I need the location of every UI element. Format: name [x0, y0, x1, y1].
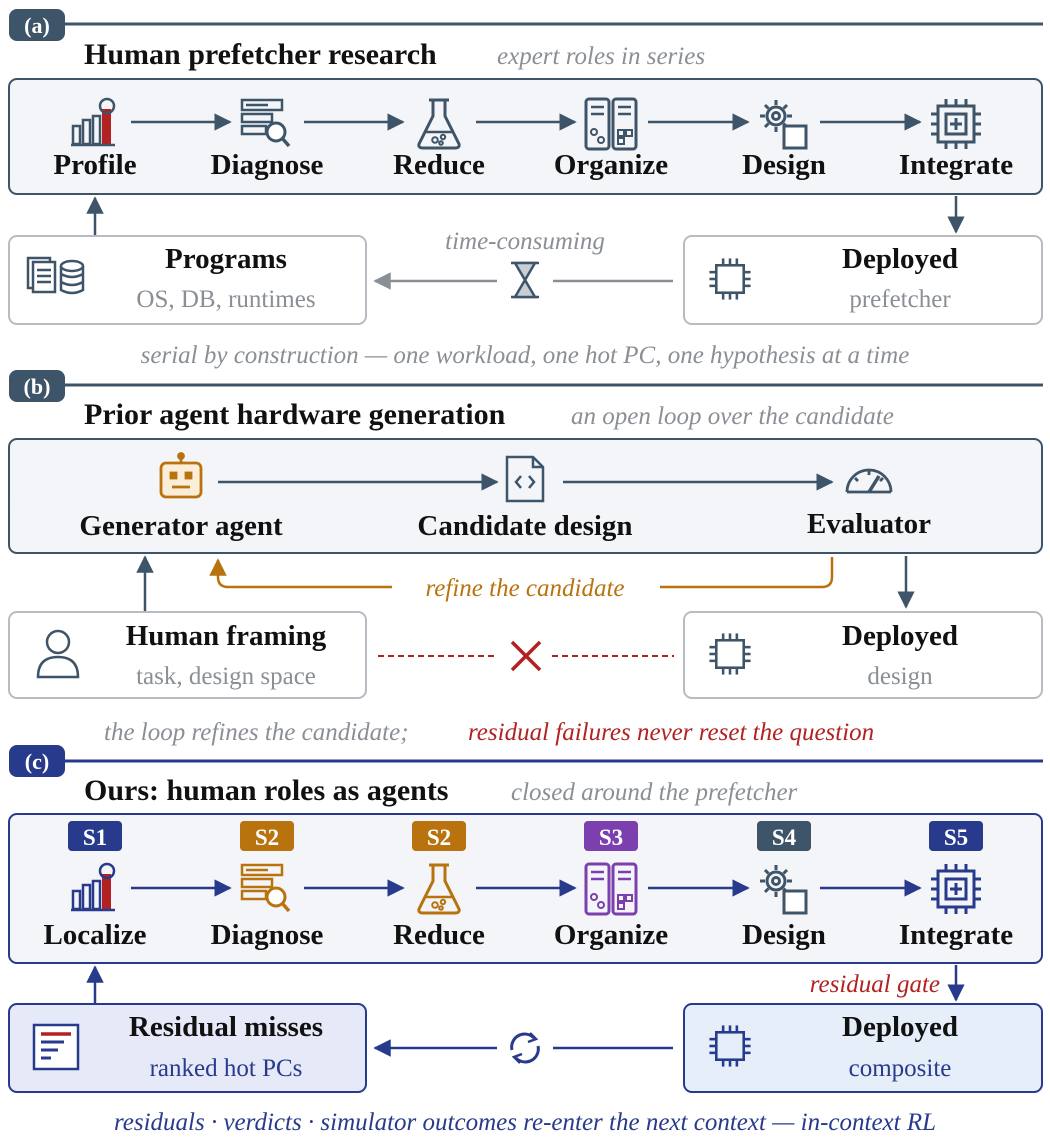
panel-c-tag	[9, 745, 65, 777]
panel-b-subtitle: an open loop over the candidate	[571, 403, 894, 430]
panel-b-tag-label: (b)	[24, 374, 51, 399]
panel-c-subtitle: closed around the prefetcher	[511, 779, 798, 806]
stage-badge	[929, 821, 983, 851]
panel-c-title: Ours: human roles as agents	[84, 774, 448, 807]
programs-box	[8, 235, 367, 325]
stage-badge	[412, 821, 466, 851]
human-subtitle: task, design space	[136, 663, 316, 690]
refine-label: refine the candidate	[425, 575, 624, 602]
node-label: Evaluator	[807, 508, 931, 540]
residual-title: Residual misses	[129, 1011, 323, 1043]
residual-subtitle: ranked hot PCs	[150, 1055, 303, 1082]
panel-a-tag	[9, 9, 65, 41]
stage-label: Design	[742, 149, 826, 181]
panel-b-loop-box	[8, 438, 1043, 554]
panel-b-footnote-gray: the loop refines the candidate;	[104, 719, 409, 746]
deployed-subtitle-c: composite	[849, 1055, 952, 1082]
integrate-chip-icon	[929, 97, 983, 151]
stage-label: Reduce	[393, 149, 485, 181]
panel-c-tag-label: (c)	[25, 749, 49, 774]
panel-a-title: Human prefetcher research	[84, 38, 437, 71]
deployed-subtitle-b: design	[867, 663, 933, 690]
deployed-box-b	[683, 611, 1043, 699]
hourglass-icon	[511, 261, 539, 299]
human-title: Human framing	[126, 620, 327, 652]
panel-b-title: Prior agent hardware generation	[84, 398, 506, 431]
stage-label: Diagnose	[211, 149, 324, 181]
panel-a-tag-label: (a)	[24, 13, 50, 38]
stage-label: Profile	[53, 149, 136, 181]
residual-misses-box	[8, 1003, 367, 1093]
loop-label-a: time-consuming	[445, 228, 605, 255]
person-icon	[36, 629, 80, 679]
node-label: Generator agent	[79, 510, 283, 542]
stage-badge-label: S2	[427, 825, 451, 850]
panel-b-tag	[9, 370, 65, 402]
stage-badge	[68, 821, 122, 851]
stage-label: Organize	[554, 149, 668, 181]
stage-label: Integrate	[899, 149, 1013, 181]
stage-badge-label: S3	[599, 825, 623, 850]
residual-gate-label: residual gate	[810, 971, 940, 998]
deployed-title-c: Deployed	[842, 1011, 958, 1043]
deployed-title-b: Deployed	[842, 620, 958, 652]
panel-c: (c) Ours: human roles as agents closed a…	[8, 745, 1043, 1136]
database-docs-icon	[26, 256, 85, 295]
stage-label: Organize	[554, 919, 668, 951]
stage-label: Integrate	[899, 919, 1013, 951]
cross-icon	[510, 640, 542, 672]
stage-label: Reduce	[393, 919, 485, 951]
deployed-title-a: Deployed	[842, 243, 958, 275]
panel-b: (b) Prior agent hardware generation an o…	[8, 370, 1043, 746]
refine-loop-right	[660, 557, 834, 589]
stage-label: Localize	[43, 919, 146, 951]
panel-a-subtitle: expert roles in series	[497, 43, 705, 70]
stage-badge-label: S2	[255, 825, 279, 850]
robot-icon	[159, 452, 203, 499]
panel-a: (a) Human prefetcher research expert rol…	[8, 9, 1043, 369]
stage-badge	[240, 821, 294, 851]
refine-loop-left	[209, 558, 392, 589]
panel-c-footnote: residuals · verdicts · simulator outcome…	[114, 1109, 936, 1136]
stage-badge-label: S1	[83, 825, 107, 850]
stage-badge	[757, 821, 811, 851]
ranked-list-icon	[32, 1023, 80, 1071]
stage-badge	[584, 821, 638, 851]
deployed-subtitle-a: prefetcher	[849, 286, 951, 313]
integrate-chip-icon	[929, 862, 983, 916]
stage-label: Design	[742, 919, 826, 951]
gauge-icon	[845, 468, 893, 494]
stage-badge-label: S5	[944, 825, 968, 850]
node-label: Candidate design	[417, 510, 632, 542]
panel-a-footnote: serial by construction — one workload, o…	[141, 342, 910, 369]
programs-title: Programs	[165, 243, 287, 275]
code-file-icon	[505, 455, 545, 503]
refresh-icon	[510, 1032, 540, 1064]
programs-subtitle: OS, DB, runtimes	[136, 286, 315, 313]
deployed-box-a	[683, 235, 1043, 325]
stage-label: Diagnose	[211, 919, 324, 951]
deployed-box-c	[683, 1003, 1043, 1093]
stage-badge-label: S4	[772, 825, 797, 850]
human-framing-box	[8, 611, 367, 699]
panel-b-footnote-red: residual failures never reset the questi…	[468, 719, 874, 746]
panel-a-pipeline-box	[8, 78, 1043, 195]
